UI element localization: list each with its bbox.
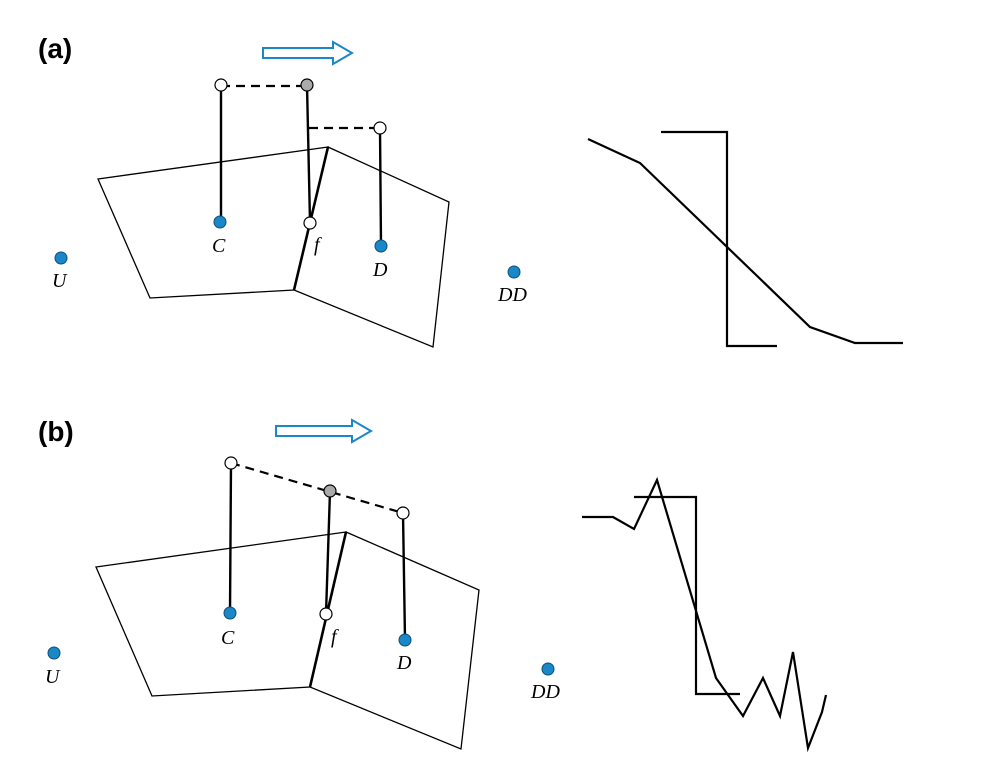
label-c: C xyxy=(212,235,226,257)
flow-direction-arrow-icon xyxy=(275,418,373,444)
cell-c xyxy=(97,146,329,299)
node-c xyxy=(213,215,227,229)
value-node-f xyxy=(323,484,337,498)
node-d xyxy=(374,239,388,253)
node-u xyxy=(54,251,68,265)
smeared-profile-a xyxy=(587,138,903,345)
value-node-d xyxy=(373,121,387,135)
label-d: D xyxy=(396,652,412,674)
panel-a-label: (a) xyxy=(38,33,72,64)
panel-a: (a) U C f D DD xyxy=(38,33,903,348)
node-u xyxy=(47,646,61,660)
stem-f xyxy=(305,84,312,223)
label-dd: DD xyxy=(530,681,560,703)
node-f xyxy=(319,607,333,621)
panel-b-label: (b) xyxy=(38,416,74,447)
node-dd xyxy=(507,265,521,279)
node-f xyxy=(303,216,317,230)
label-d: D xyxy=(372,259,388,281)
value-node-c xyxy=(224,456,238,470)
value-node-d xyxy=(396,506,410,520)
stem-c xyxy=(228,462,233,614)
panel-b: (b) U C f D DD xyxy=(38,416,828,753)
value-node-c xyxy=(214,78,228,92)
label-f: f xyxy=(314,234,322,256)
value-node-f xyxy=(300,78,314,92)
node-dd xyxy=(541,662,555,676)
label-u: U xyxy=(45,666,61,688)
stem-d xyxy=(401,512,407,641)
stem-d xyxy=(378,127,383,247)
cell-c xyxy=(95,531,347,697)
node-c xyxy=(223,606,237,620)
label-c: C xyxy=(221,627,235,649)
exact-step-profile-b xyxy=(634,495,740,696)
label-u: U xyxy=(52,270,68,292)
dashed-link-c-d xyxy=(230,461,404,515)
flow-direction-arrow-icon xyxy=(262,40,354,66)
oscillating-profile-b xyxy=(582,476,828,753)
label-dd: DD xyxy=(497,284,527,306)
exact-step-profile-a xyxy=(661,130,777,348)
node-d xyxy=(398,633,412,647)
label-f: f xyxy=(331,626,339,648)
stem-f xyxy=(324,490,332,615)
